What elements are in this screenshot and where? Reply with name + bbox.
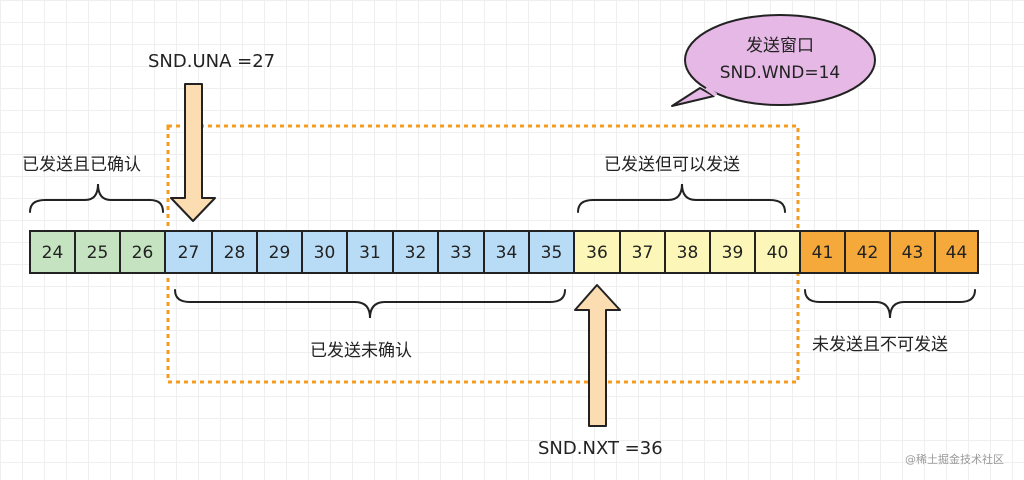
seq-cell-label-44: 44 — [946, 243, 968, 263]
seq-cell-26 — [119, 230, 166, 274]
seq-cell-label-24: 24 — [42, 243, 64, 263]
seq-cell-label-25: 25 — [87, 243, 109, 263]
brace-sent-unacked — [174, 289, 566, 319]
seq-cell-label-35: 35 — [541, 243, 563, 263]
seq-cell-33 — [437, 230, 485, 274]
seq-cell-label-37: 37 — [632, 243, 654, 263]
snd-nxt-arrow — [574, 284, 621, 427]
seq-cell-label-29: 29 — [269, 243, 291, 263]
seq-cell-label-33: 33 — [450, 243, 472, 263]
label-sent-unacked: 已发送未确认 — [310, 341, 412, 361]
seq-cell-41 — [799, 230, 846, 274]
seq-cell-35 — [528, 230, 575, 274]
seq-cell-25 — [74, 230, 121, 274]
seq-cell-label-40: 40 — [767, 243, 789, 263]
seq-cell-label-28: 28 — [224, 243, 246, 263]
snd-nxt-label: SND.NXT =36 — [538, 438, 663, 459]
brace-unsendable — [804, 289, 976, 319]
brace-sent-acked — [29, 183, 164, 213]
label-sendable: 已发送但可以发送 — [604, 155, 740, 175]
seq-cell-label-36: 36 — [586, 243, 608, 263]
seq-cell-label-30: 30 — [314, 243, 336, 263]
seq-cell-24 — [29, 230, 76, 274]
seq-cell-label-26: 26 — [132, 243, 154, 263]
seq-cell-29 — [256, 230, 303, 274]
window-label-line2: SND.WND=14 — [720, 63, 841, 83]
seq-cell-34 — [483, 230, 530, 274]
seq-cell-label-31: 31 — [359, 243, 381, 263]
brace-sendable — [577, 183, 786, 213]
seq-cell-label-38: 38 — [677, 243, 699, 263]
seq-cell-label-27: 27 — [178, 243, 200, 263]
window-label-line1: 发送窗口 — [746, 36, 814, 56]
watermark: @稀土掘金技术社区 — [905, 452, 1004, 466]
sequence-cells: 24 25 26 27 28 29 30 31 32 33 34 35 36 37 38 39 40 41 42 43… — [29, 230, 979, 274]
window-bubble: 发送窗口 SND.WND=14 — [671, 14, 876, 107]
seq-cell-label-34: 34 — [496, 243, 518, 263]
seq-cell-42 — [844, 230, 891, 274]
seq-cell-label-42: 42 — [857, 243, 879, 263]
seq-cell-27 — [164, 230, 213, 274]
seq-cell-44 — [934, 230, 979, 274]
seq-cell-label-32: 32 — [405, 243, 427, 263]
seq-cell-36 — [573, 230, 621, 274]
snd-una-label: SND.UNA =27 — [148, 51, 275, 72]
seq-cell-label-39: 39 — [722, 243, 744, 263]
seq-cell-label-43: 43 — [902, 243, 924, 263]
seq-cell-label-41: 41 — [812, 243, 834, 263]
label-sent-acked: 已发送且已确认 — [22, 155, 141, 175]
snd-una-arrow — [170, 83, 216, 222]
label-unsendable: 未发送且不可发送 — [812, 335, 948, 355]
